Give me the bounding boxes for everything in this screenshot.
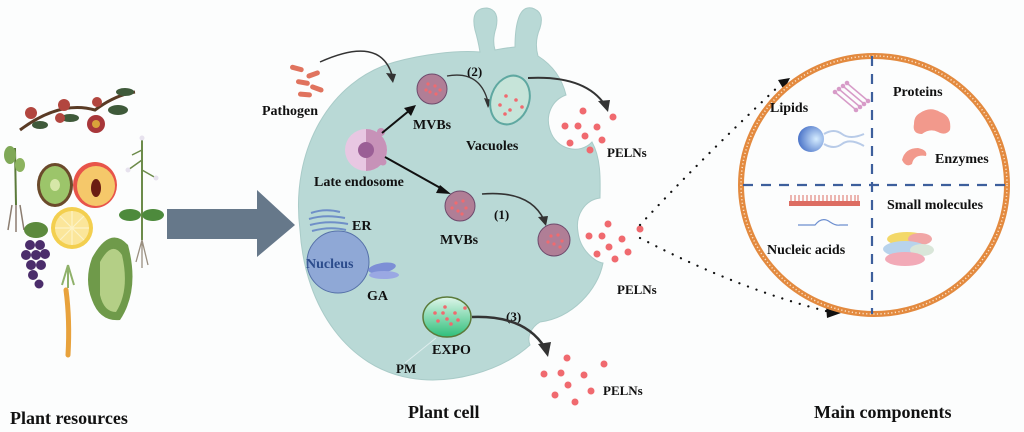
- label-pelns-bottom: PELNs: [603, 383, 643, 398]
- flow-arrow: [167, 190, 295, 257]
- golgi-icon: [368, 262, 399, 279]
- mvb-top-icon: [416, 73, 448, 105]
- label-late-endosome: Late endosome: [314, 175, 404, 190]
- label-pelns-top: PELNs: [607, 145, 647, 160]
- phospholipid-icon: [798, 126, 865, 152]
- lemon-icon: [51, 207, 93, 249]
- lipid-bilayer-icon: [832, 80, 871, 113]
- title-plant-resources: Plant resources: [10, 408, 128, 428]
- pelns-top-cluster: [561, 107, 617, 154]
- label-route-2: (2): [467, 64, 482, 79]
- components-vesicle: Lipids Proteins Enzymes: [738, 53, 1010, 317]
- label-route-1: (1): [494, 207, 509, 222]
- mvb-fusing-icon: [537, 223, 571, 257]
- pathogen-arrow: [319, 50, 393, 76]
- mvb-mid-icon: [444, 190, 476, 222]
- grapes-icon: [21, 222, 50, 289]
- label-enzymes: Enzymes: [935, 152, 989, 167]
- kiwi-icon: [37, 163, 73, 207]
- small-molecules-icon: [883, 232, 934, 266]
- expo-icon: [422, 296, 472, 338]
- label-nucleic-acids: Nucleic acids: [767, 243, 846, 258]
- label-nucleus: Nucleus: [306, 257, 354, 272]
- enzyme-icon: [902, 148, 927, 166]
- pelns-mid-cluster: [585, 220, 644, 263]
- nucleus-icon: [306, 230, 370, 294]
- pathogen-icon: [290, 64, 324, 98]
- label-pelns-mid: PELNs: [617, 282, 657, 297]
- vacuole-icon: [489, 74, 531, 126]
- label-expo: EXPO: [432, 343, 471, 358]
- rna-strand-icon: [798, 219, 848, 226]
- label-er: ER: [352, 219, 372, 234]
- plant-cell: Pathogen Late endosome MVBs (2): [262, 7, 657, 406]
- shepherds-purse-icon: [119, 135, 164, 268]
- zoom-dotted-line-bottom: [638, 236, 832, 314]
- arrow-to-mvbs-mid: [384, 156, 445, 191]
- route-3-arrow: [471, 315, 547, 349]
- late-endosome-icon: [345, 128, 387, 171]
- pelns-bottom-cluster: [540, 354, 608, 406]
- route-1-arrow: [481, 192, 545, 221]
- label-mvbs-mid: MVBs: [440, 233, 479, 248]
- er-icon: [308, 209, 349, 232]
- title-plant-cell: Plant cell: [408, 402, 479, 422]
- vesicle-membrane-texture: [740, 55, 1008, 315]
- protein-icon: [913, 109, 951, 134]
- zoom-dotted-line-top: [638, 83, 782, 227]
- ginseng-icon: [61, 264, 75, 358]
- dna-strand-icon: [789, 195, 860, 206]
- label-pm: PM: [396, 361, 416, 376]
- label-proteins: Proteins: [893, 85, 943, 100]
- herb-root-icon: [4, 146, 25, 232]
- title-main-components: Main components: [814, 402, 952, 422]
- label-lipids: Lipids: [770, 101, 809, 116]
- route-2-release-arrow: [527, 76, 606, 106]
- label-small-molecules: Small molecules: [887, 198, 984, 213]
- peach-icon: [73, 162, 117, 208]
- label-mvbs-top: MVBs: [413, 118, 452, 133]
- label-pathogen: Pathogen: [262, 104, 318, 119]
- plant-resources-illustration: [4, 88, 164, 358]
- flower-branch-icon: [19, 88, 136, 133]
- label-vacuoles: Vacuoles: [466, 139, 519, 154]
- pm-pointer-line: [404, 337, 437, 364]
- arrow-to-mvbs-top: [381, 109, 411, 134]
- label-ga: GA: [367, 289, 389, 304]
- cabbage-icon: [88, 237, 133, 321]
- route-2-arrow: [446, 74, 489, 103]
